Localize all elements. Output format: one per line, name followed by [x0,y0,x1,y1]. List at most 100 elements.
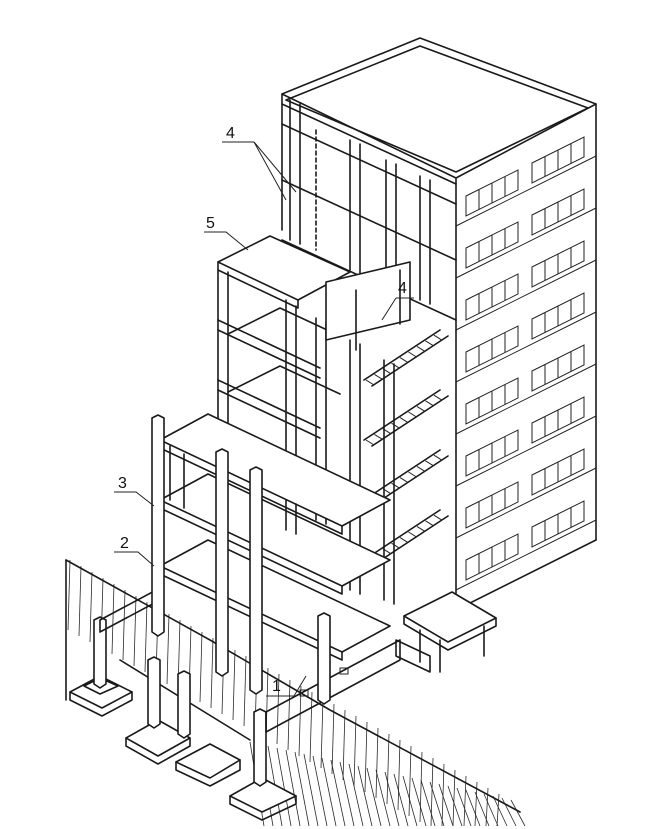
drawing-stroke [391,482,400,489]
drawing-stroke [455,311,597,383]
drawing-stroke [391,542,400,549]
callout-label: 4 [398,280,407,297]
drawing-stroke [452,769,456,827]
window-pane [465,221,519,269]
window-pane [465,325,519,373]
drawing-stroke [320,697,324,769]
drawing-stroke [298,685,302,757]
drawing-stroke [496,793,500,827]
drawing-stroke [374,433,383,440]
drawing-stroke [375,727,379,799]
ground-hatching [67,559,526,827]
drawing-stroke [393,773,409,827]
drawing-stroke [465,789,481,827]
drawing-stroke [455,467,597,539]
drawing-stroke [374,373,383,380]
left-frame-tower [217,235,351,525]
drawing-stroke [342,709,346,781]
drawing-stroke [384,771,400,827]
callout-4-top: 4 [222,125,297,201]
facade-windows [455,136,597,591]
footing [69,616,133,717]
drawing-stroke [321,757,337,827]
window-pane [531,188,585,236]
drawing-stroke [122,589,126,661]
drawing-stroke [455,363,597,435]
drawing-stroke [357,765,373,827]
callout-label: 1 [272,678,281,695]
drawing-stroke [166,613,170,685]
drawing-stroke [416,345,426,352]
drawing-stroke [386,733,390,805]
entrance-canopy [395,591,497,673]
drawing-stroke [455,415,597,487]
drawing-stroke [232,649,236,721]
drawing-stroke [330,759,346,827]
window-pane [531,292,585,340]
drawing-stroke [433,334,443,341]
drawing-stroke [438,783,454,827]
drawing-stroke [144,601,148,673]
drawing-stroke [402,775,418,827]
drawing-stroke [363,329,441,381]
callout-5: 5 [204,215,249,251]
drawing-stroke [420,779,436,827]
drawing-stroke [365,439,375,446]
drawing-stroke [433,514,443,521]
drawing-stroke [408,745,412,817]
drawing-stroke [447,785,463,827]
footing [229,708,297,821]
drawing-stroke [348,763,364,827]
window-pane [465,273,519,321]
drawing-stroke [455,207,597,279]
drawing-stroke [364,721,368,793]
callout-label: 3 [118,475,127,492]
drawing-stroke [363,509,441,561]
drawing-stroke [501,797,517,827]
drawing-stroke [416,405,426,412]
drawing-stroke [366,767,382,827]
drawing-stroke [408,471,417,478]
main-building-block [281,37,597,611]
drawing-stroke [276,747,292,827]
drawing-stroke [133,595,137,667]
drawing-stroke [111,583,115,655]
drawing-stroke [287,679,291,751]
drawing-stroke [399,357,409,364]
drawing-stroke [408,531,417,538]
drawing-stroke [353,715,357,787]
drawing-stroke [331,703,335,775]
drawing-stroke [312,755,328,827]
drawing-stroke [416,465,426,472]
callout-1: 1 [266,675,307,697]
drawing-stroke [408,411,417,418]
drawing-stroke [397,739,401,811]
drawing-stroke [411,777,427,827]
drawing-stroke [510,799,526,827]
drawing-stroke [408,351,417,358]
drawing-stroke [429,781,445,827]
callout-4-mid: 4 [381,280,414,321]
drawing-stroke [339,761,355,827]
drawing-stroke [419,751,423,823]
drawing-stroke [416,525,426,532]
drawing-stroke [78,565,82,637]
drawing-stroke [210,637,214,709]
callout-label: 5 [206,215,215,232]
drawing-stroke [455,155,597,227]
window-pane [531,344,585,392]
window-pane [465,377,519,425]
callout-label: 2 [120,535,129,552]
drawing-stroke [363,449,441,501]
window-pane [531,448,585,496]
window-pane [531,240,585,288]
drawing-stroke [483,793,499,827]
drawing-stroke [294,751,310,827]
callout-label: 4 [226,125,235,142]
drawing-stroke [463,775,467,827]
callout-2: 2 [114,535,155,567]
drawing-stroke [399,417,409,424]
drawing-stroke [365,379,375,386]
drawing-stroke [285,749,301,827]
